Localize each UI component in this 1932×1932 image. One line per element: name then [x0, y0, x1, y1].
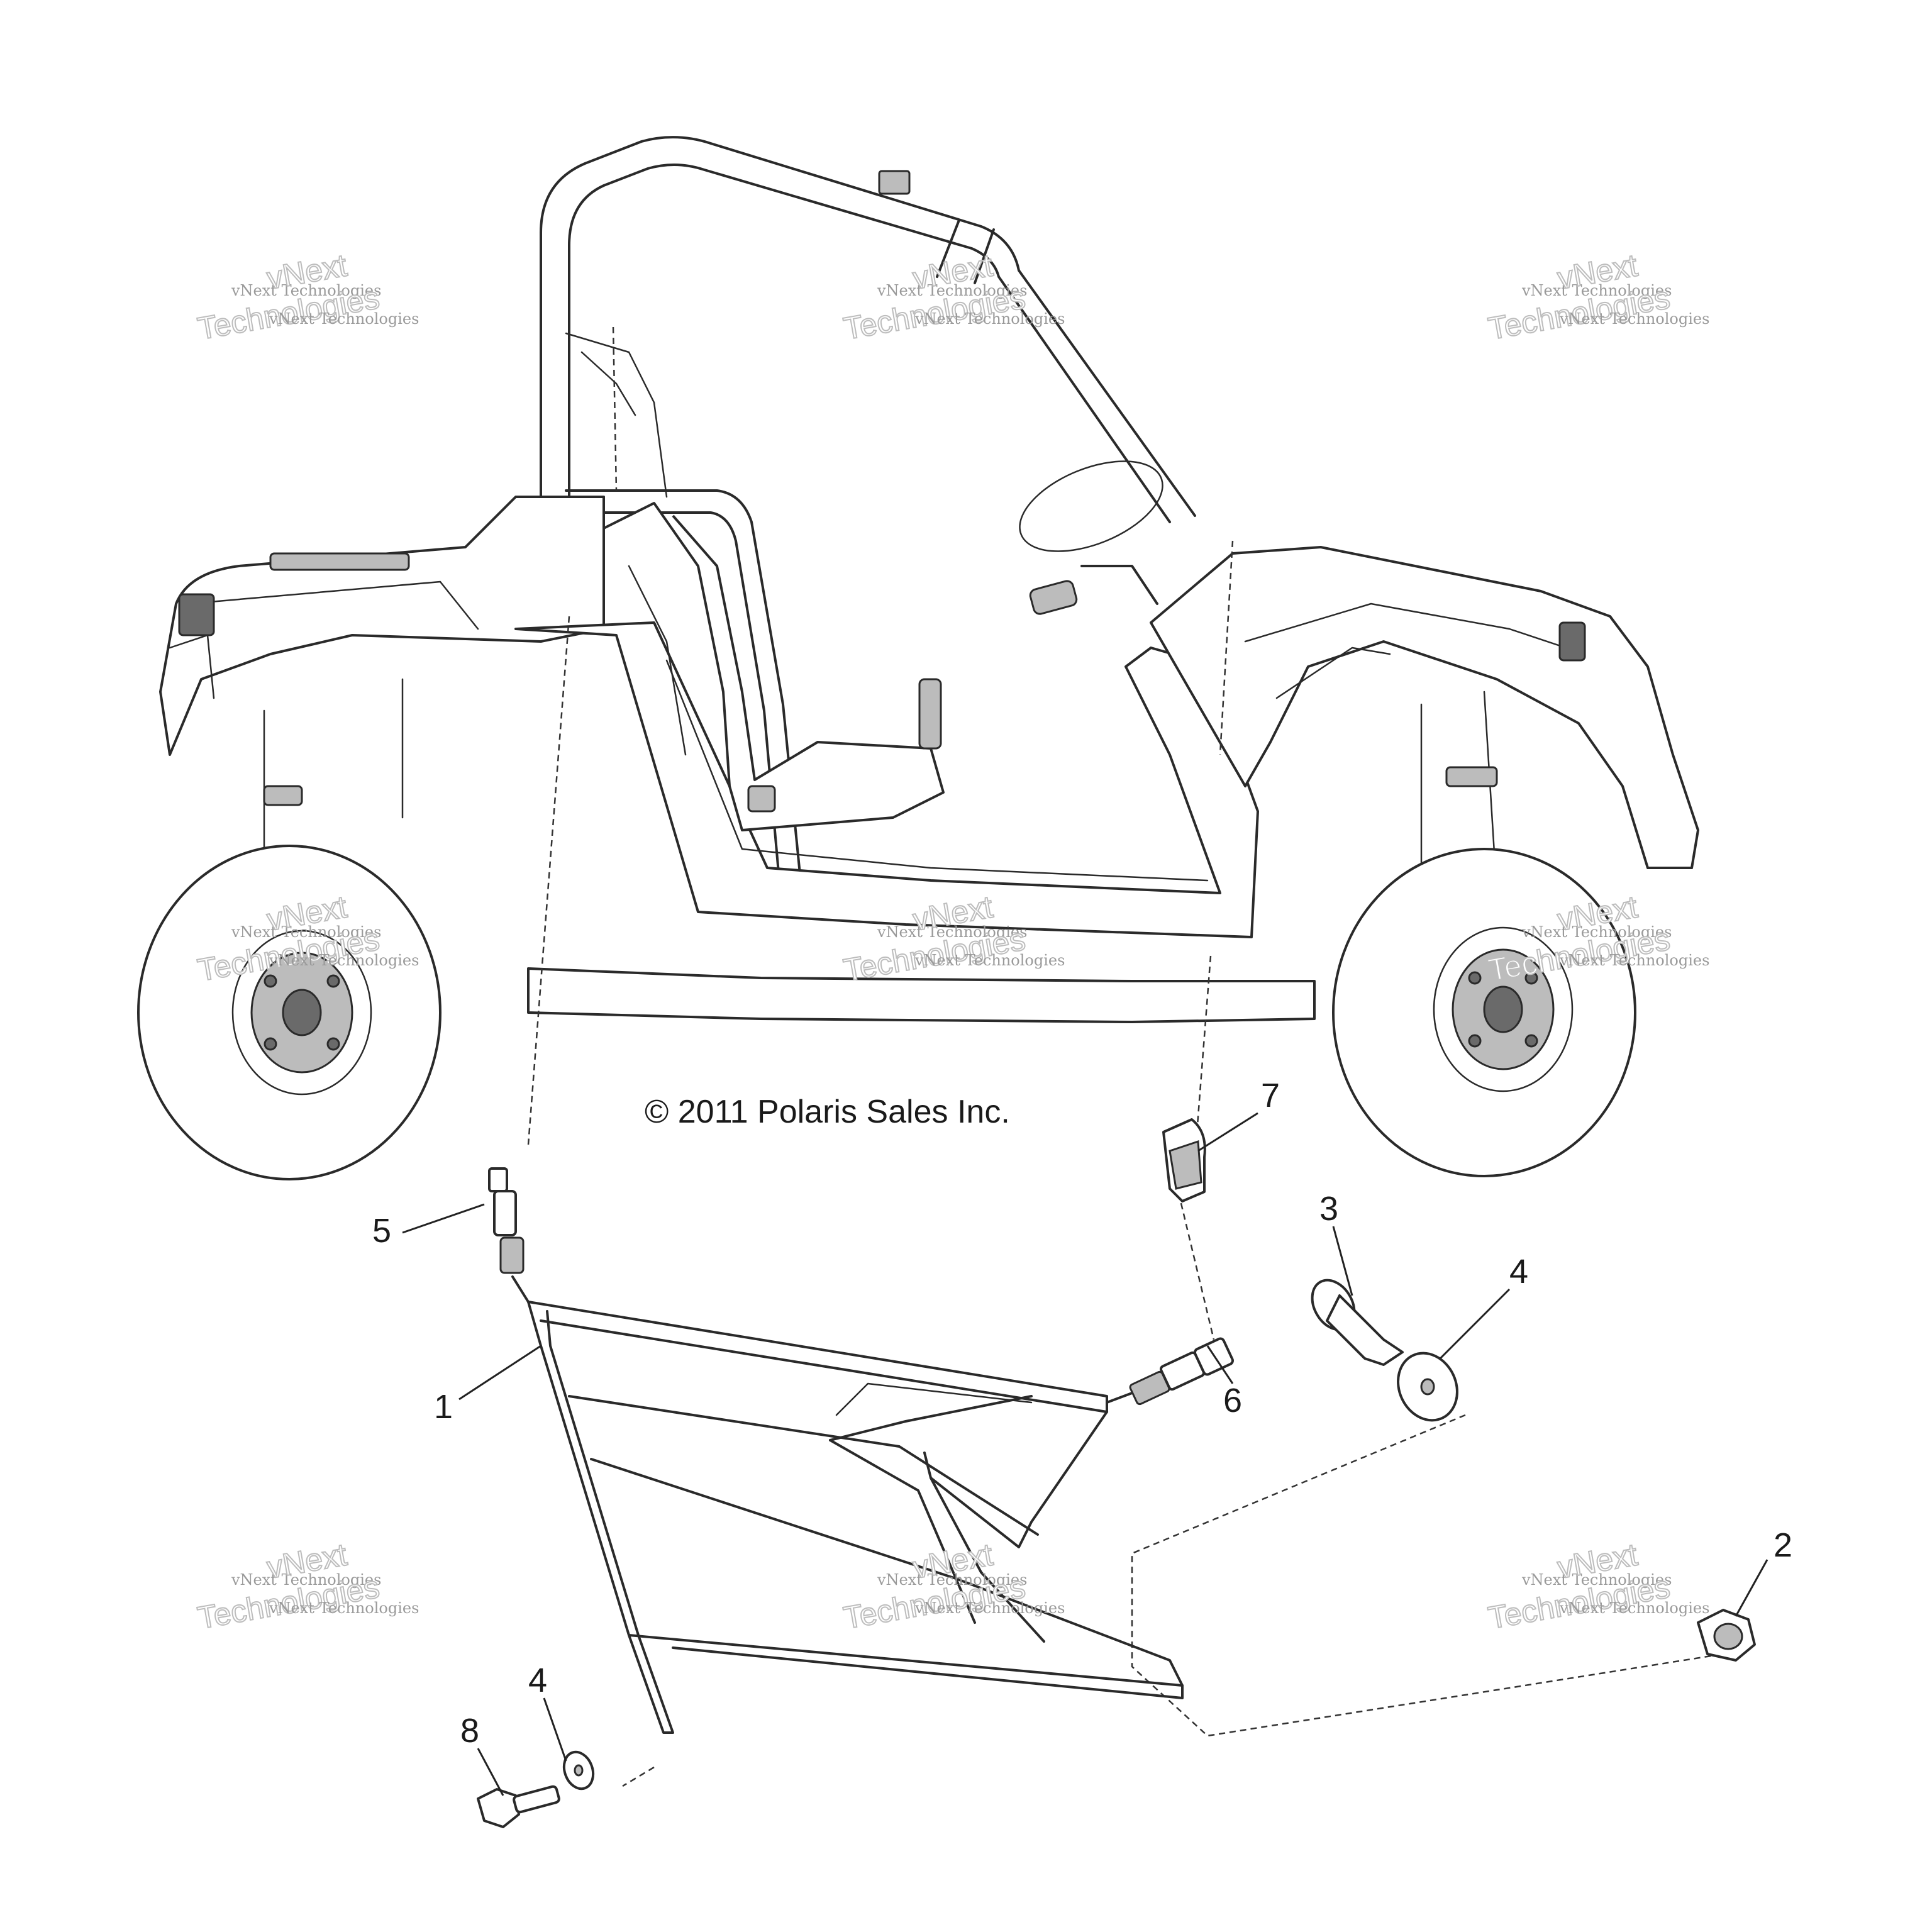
svg-text:vNext Technologies: vNext Technologies [1521, 1571, 1672, 1589]
rear-fender [159, 496, 605, 756]
svg-text:vNext Technologies: vNext Technologies [1559, 1599, 1709, 1617]
callout-6: 6 [1223, 1382, 1242, 1419]
svg-text:vNext Technologies: vNext Technologies [914, 1599, 1065, 1617]
watermark-top-right: vNext Technologies vNext Technologies vN… [1485, 247, 1709, 347]
part-7-clip [1162, 1118, 1206, 1202]
part-2-flange-nut [1697, 1609, 1756, 1662]
svg-text:vNext Technologies: vNext Technologies [877, 282, 1027, 299]
part-5-buckle-strap [488, 1167, 530, 1303]
svg-text:vNext Technologies: vNext Technologies [1521, 923, 1672, 941]
callout-5: 5 [372, 1212, 391, 1250]
svg-text:vNext Technologies: vNext Technologies [877, 1571, 1027, 1589]
watermark-text: vNext Technologies [231, 282, 381, 299]
vehicle-illustration [137, 136, 1699, 1180]
callout-3: 3 [1319, 1190, 1338, 1228]
copyright-text: © 2011 Polaris Sales Inc. [645, 1094, 1010, 1130]
svg-text:vNext Technologies: vNext Technologies [877, 923, 1027, 941]
tail-light [178, 593, 215, 636]
callout-7: 7 [1261, 1077, 1280, 1114]
svg-text:vNext Technologies: vNext Technologies [269, 952, 419, 969]
chassis-floor [527, 967, 1316, 1023]
svg-text:vNext Technologies: vNext Technologies [231, 923, 381, 941]
svg-text:vNext Technologies: vNext Technologies [914, 310, 1065, 328]
alignment-lines [527, 326, 1724, 1787]
part-1-net-frame [527, 1301, 1184, 1734]
grab-handle [878, 170, 911, 195]
headlight [1558, 621, 1586, 662]
roll-cage [540, 136, 1196, 894]
svg-text:vNext Technologies: vNext Technologies [269, 1599, 419, 1617]
callout-4-left: 4 [528, 1662, 547, 1699]
steering-wheel [1019, 460, 1163, 552]
callout-numbers: 1 2 3 4 4 5 6 7 8 [372, 1077, 1792, 1750]
svg-text:vNext Technologies: vNext Technologies [231, 1571, 381, 1589]
part-8-flange-bolt [477, 1785, 560, 1828]
seat [603, 502, 945, 831]
rear-rack [269, 552, 410, 571]
watermark-top-left: vNext Technologies vNext Technologies vN… [194, 247, 419, 347]
watermark-top-center: vNext Technologies vNext Technologies vN… [840, 247, 1065, 347]
svg-text:vNext Technologies: vNext Technologies [1521, 282, 1672, 299]
rear-wheel [137, 845, 441, 1180]
part-6-buckle-strap [1106, 1337, 1234, 1406]
callout-8: 8 [460, 1712, 479, 1750]
svg-text:vNext Technologies: vNext Technologies [1559, 952, 1709, 969]
watermark-text-2: vNext Technologies [269, 310, 419, 328]
part-3-push-rivet [1311, 1279, 1404, 1366]
svg-text:vNext Technologies: vNext Technologies [914, 952, 1065, 969]
callout-leaders [402, 1112, 1768, 1796]
front-wheel [1332, 848, 1636, 1177]
svg-text:vNext Technologies: vNext Technologies [1559, 310, 1709, 328]
callout-2: 2 [1774, 1526, 1792, 1564]
watermark-bottom-left: vNext Technologies vNext Technologies vN… [194, 1536, 419, 1636]
callout-4-right: 4 [1509, 1253, 1528, 1291]
watermark-bottom-right: vNext Technologies vNext Technologies vN… [1485, 1536, 1709, 1636]
callout-1: 1 [434, 1388, 453, 1426]
shift-lever [918, 678, 942, 750]
